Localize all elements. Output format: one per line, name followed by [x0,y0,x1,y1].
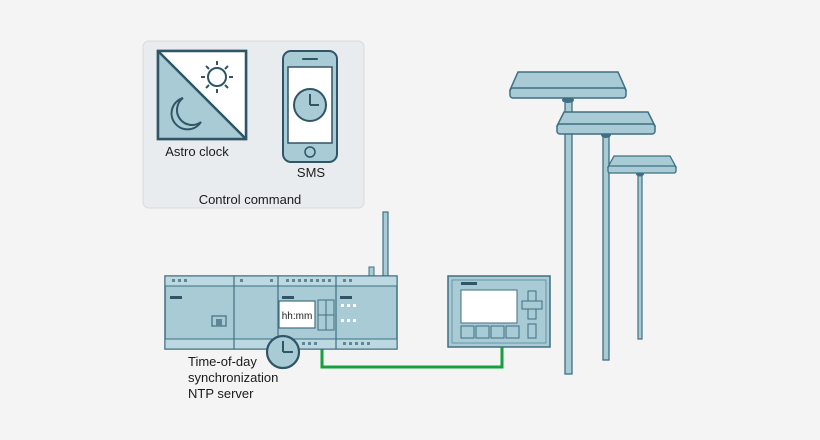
smartphone-icon [282,50,338,163]
time-sync-line: NTP server [188,386,254,401]
astro-clock-label: Astro clock [165,144,229,159]
time-sync-line: Time-of-day [188,354,257,369]
clock-icon [293,88,327,122]
street-lamp-medium [555,111,657,361]
time-sync-line: synchronization [188,370,278,385]
sun-icon [201,61,233,93]
control-command-panel: Astro clock SMS Control command [142,40,365,209]
controller-module: hh:mm [164,211,398,350]
controller-display [278,300,316,329]
network-cable [320,347,504,369]
time-sync-label: Time-of-day synchronization NTP server [188,354,282,401]
street-lamp-large [508,71,628,375]
astro-clock-icon [156,49,248,141]
controller-display-text: hh:mm [282,311,313,322]
hmi-screen [460,289,518,324]
sms-label: SMS [297,165,326,180]
street-lamp-small [606,155,678,340]
control-command-caption: Control command [199,192,302,207]
antenna [382,211,389,277]
hmi-panel [447,275,551,348]
ntp-clock-icon [265,334,301,370]
moon-icon [170,97,202,131]
